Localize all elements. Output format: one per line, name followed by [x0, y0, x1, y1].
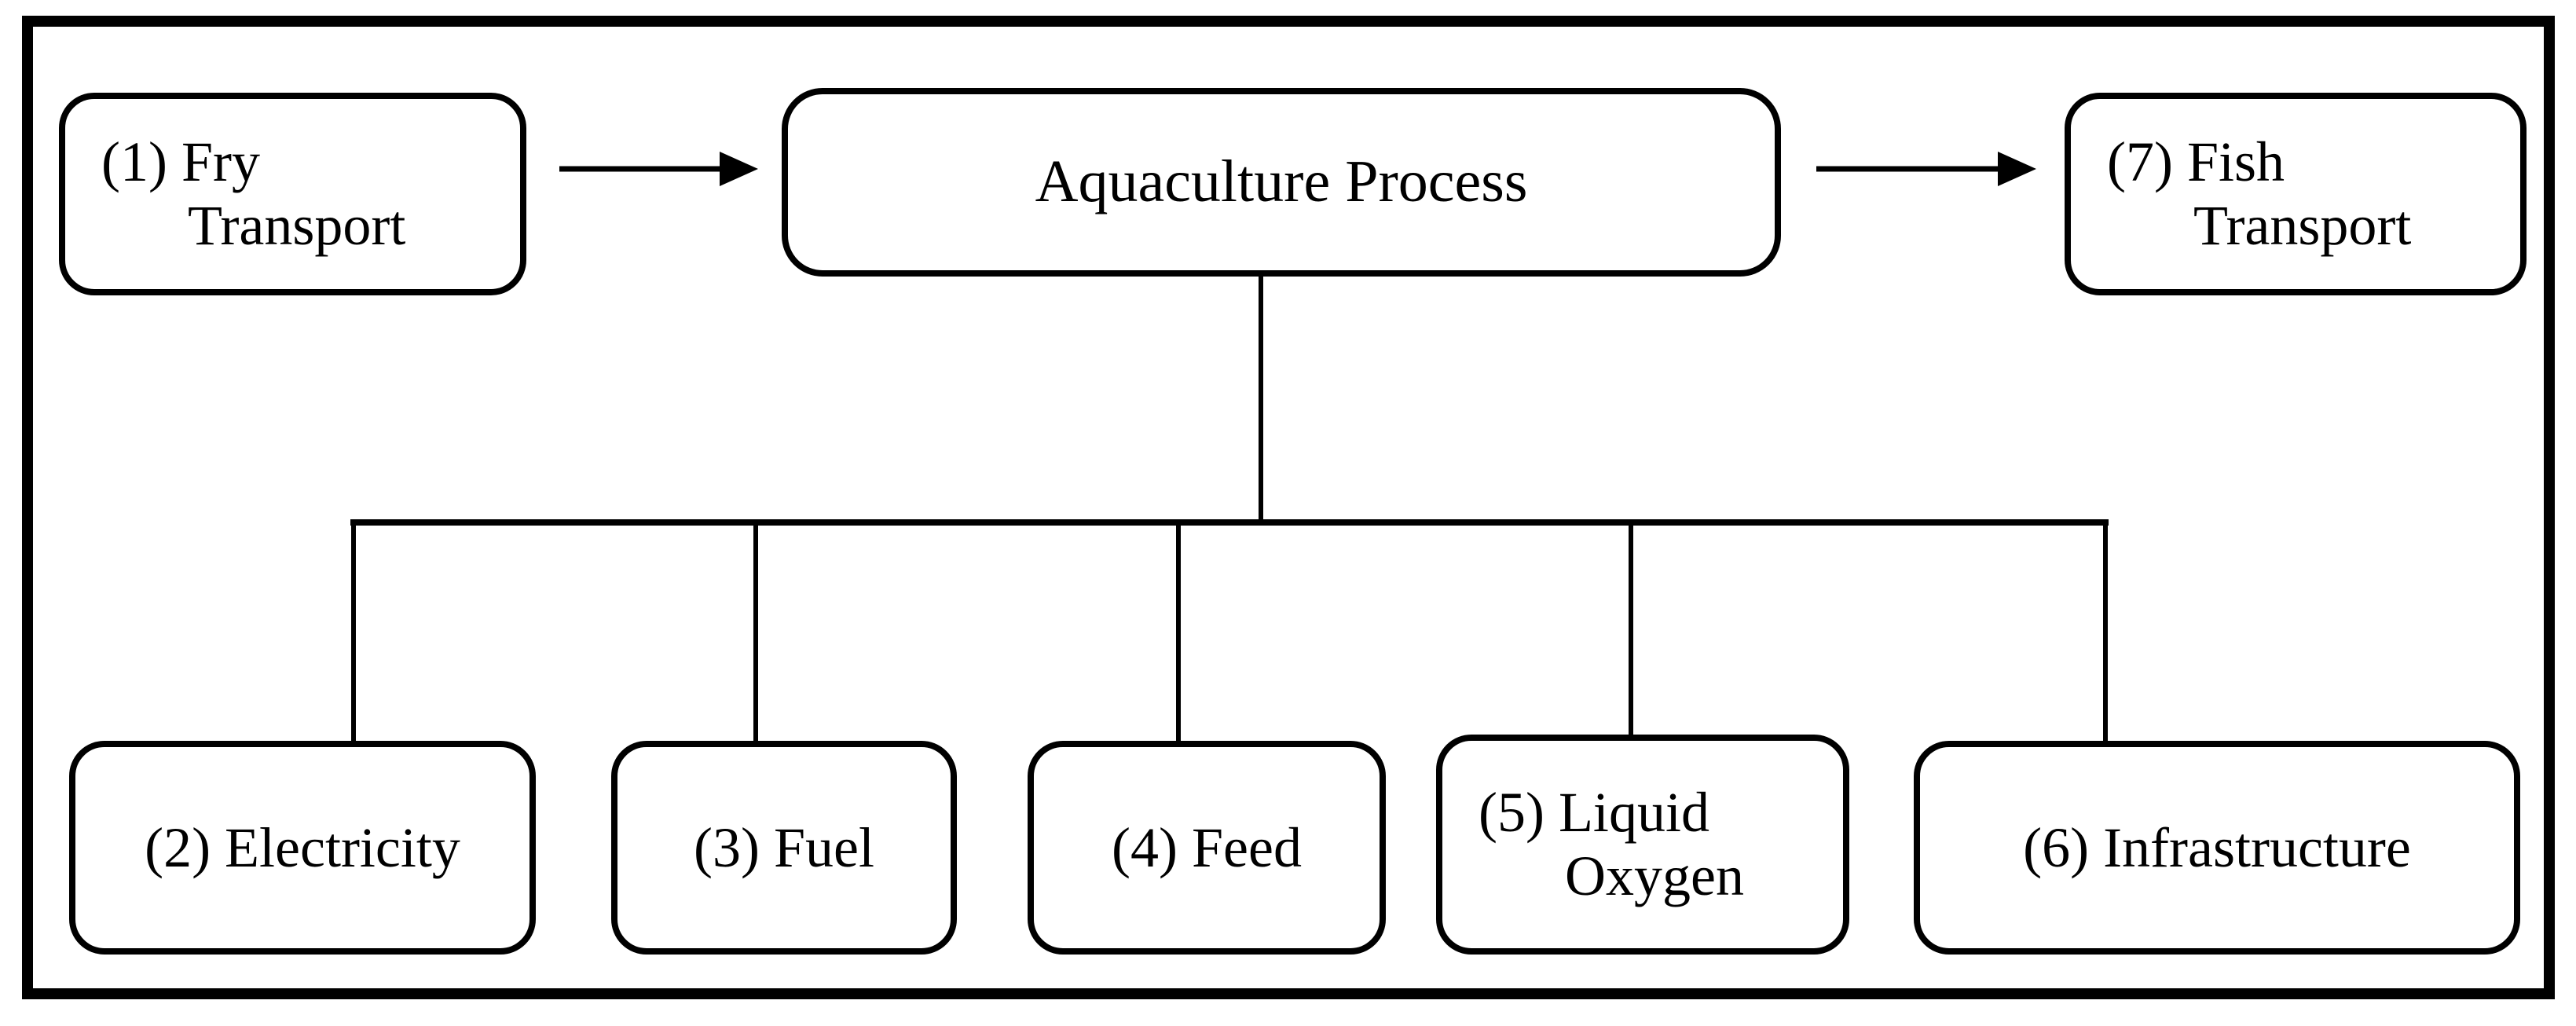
node-fish-transport-line1: (7) Fish	[2107, 130, 2285, 194]
node-aquaculture-process: Aquaculture Process	[782, 88, 1781, 277]
node-fry-transport-line2: Transport	[188, 194, 406, 257]
node-fuel-label: (3) Fuel	[694, 815, 874, 879]
node-feed: (4) Feed	[1028, 741, 1386, 955]
node-infrastructure-label: (6) Infrastructure	[2023, 815, 2411, 879]
node-electricity-label: (2) Electricity	[145, 815, 460, 879]
node-feed-label: (4) Feed	[1112, 815, 1302, 879]
node-fish-transport: (7) Fish Transport	[2065, 93, 2527, 295]
node-infrastructure: (6) Infrastructure	[1914, 741, 2520, 955]
arrow-head-icon	[1998, 152, 2036, 186]
node-fry-transport-line1: (1) Fry	[101, 130, 260, 194]
node-liquid-oxygen-line1: (5) Liquid	[1479, 781, 1709, 845]
node-electricity: (2) Electricity	[69, 741, 536, 955]
node-fuel: (3) Fuel	[611, 741, 957, 955]
node-fry-transport: (1) Fry Transport	[59, 93, 526, 295]
arrow-head-icon	[720, 152, 758, 186]
diagram-frame	[22, 16, 2555, 999]
node-liquid-oxygen-line2: Oxygen	[1565, 845, 1744, 907]
node-fish-transport-line2: Transport	[2193, 194, 2412, 257]
node-aquaculture-process-label: Aquaculture Process	[1035, 148, 1528, 215]
node-liquid-oxygen: (5) Liquid Oxygen	[1436, 735, 1849, 955]
